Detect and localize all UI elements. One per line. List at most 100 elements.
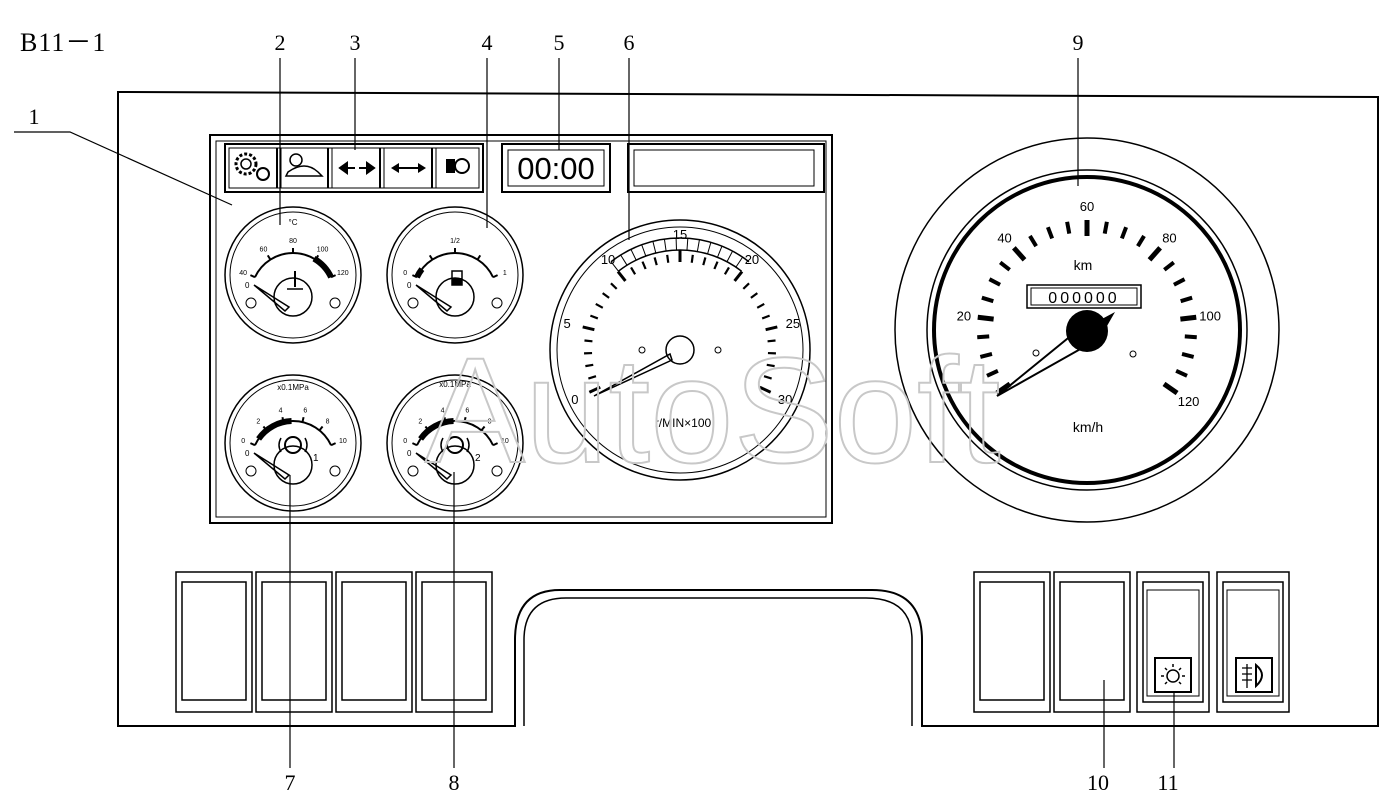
speed-tick-label: 20 [957,309,971,324]
speed-tick [1173,277,1186,287]
telltale-strip [224,143,484,193]
fuel-gauge-tick-label: 1/2 [450,238,460,245]
left-switch-bank [175,571,493,713]
switch-blank [175,571,253,713]
speed-tick-label: 80 [1162,230,1176,245]
brake-air-icon [440,436,470,454]
svg-text:0: 0 [245,449,250,458]
speed-tick [986,368,999,378]
speed-tick [977,334,990,340]
air-pressure-gauge-2-tick-label: 0 [403,438,407,445]
tacho-unit: r/MIN×100 [655,416,712,430]
speed-tick [1012,246,1027,262]
speed-tick [1046,226,1055,240]
svg-text:0: 0 [245,281,250,290]
temp-gauge-tick-label: 60 [260,247,268,254]
speed-tick-label: 120 [1178,394,1200,409]
callout-number: 10 [1087,770,1109,795]
cluster-frame [209,134,833,524]
fuel-gauge-needle [415,284,453,313]
speed-tick-label: 40 [997,230,1011,245]
callout-number: 2 [275,30,286,55]
air-pressure-gauge-2-tick-label: 4 [441,407,445,414]
temp-gauge-tick-label: 80 [289,238,297,245]
lamp-switch [1216,571,1290,713]
air-pressure-gauge-2-needle [415,452,453,481]
speed-tick [1147,246,1162,262]
speed-tick [1180,295,1193,304]
air-pressure-gauge-1-circuit: 1 [313,453,319,464]
fuel-gauge-tick-label: 0 [403,270,407,277]
tacho-needle [593,352,673,397]
right-switch-bank [973,571,1290,713]
speed-tick [998,260,1011,272]
air-pressure-gauge-2: 0 2 4 6 8 10 x0.1MPa 0 2 [386,374,524,512]
svg-text:0: 0 [407,449,412,458]
speed-unit: km/h [1073,419,1103,435]
speed-tick [977,314,994,322]
speed-tick [979,352,993,359]
odometer-digits: 000000 [1048,290,1119,307]
air-pressure-gauge-1-tick-label: 4 [279,407,283,414]
callout-number: 11 [1157,770,1178,795]
dash-panel-outline [117,90,1379,727]
brake-air-icon [278,436,308,454]
callout-number: 7 [285,770,296,795]
speed-tick [1102,221,1109,234]
left-turn-arrows-icon [338,161,376,175]
tacho-tick-label: 25 [786,316,800,331]
info-display [627,143,825,193]
odometer-unit: km [1074,257,1093,273]
fog-light-switch-icon [1235,657,1273,693]
coolant-temp-icon [287,271,303,290]
headlight-icon [446,158,470,174]
air-pressure-gauge-1-needle [253,452,291,481]
speed-tick [981,295,994,304]
temp-gauge-needle [253,284,291,313]
speed-tick-label: 100 [1199,309,1221,324]
tacho-tick-label: 20 [745,252,759,267]
speed-tick [995,381,1012,396]
temp-gauge-unit: °C [289,218,298,227]
air-pressure-gauge-2-circuit: 2 [475,453,481,464]
air-pressure-gauge-1-unit: x0.1MPa [277,383,309,392]
right-turn-arrows-icon [391,163,426,173]
speed-tick [1028,234,1038,248]
air-pressure-gauge-2-tick-label: 2 [418,418,422,425]
speed-tick [1162,381,1179,396]
tacho-tick-label: 15 [673,227,687,242]
temp-gauge-tick-label: 120 [337,270,349,277]
air-pressure-gauge-2-tick-label: 10 [501,438,509,445]
switch-blank [335,571,413,713]
speed-tick [1119,226,1128,240]
speed-tick [1181,352,1195,359]
air-pressure-gauge-1-tick-label: 10 [339,438,347,445]
watermark: AutoSoft [425,326,1000,494]
speed-tick [1065,221,1072,234]
clock-digits: 00:00 [517,151,595,186]
turtle-icon [284,153,324,177]
callout-number: 9 [1073,30,1084,55]
callout-number: 5 [554,30,565,55]
tacho-tick-label: 30 [778,392,792,407]
callout-number: 1 [29,104,40,129]
air-pressure-gauge-1-tick-label: 8 [326,418,330,425]
work-light-switch-icon [1154,657,1192,693]
gear-warning-icon [234,152,270,181]
air-pressure-gauge-2-tick-label: 8 [488,418,492,425]
air-pressure-gauge-2-tick-label: 6 [465,407,469,414]
fuel-gauge-tick-label: 1 [503,270,507,277]
air-pressure-gauge-1-tick-label: 2 [256,418,260,425]
air-pressure-gauge-2-unit: x0.1MPa [439,380,471,389]
callout-number: 6 [624,30,635,55]
tacho-tick-label: 5 [564,316,571,331]
speed-tick [988,277,1001,287]
switch-blank [255,571,333,713]
tacho-tick-label: 0 [571,392,578,407]
